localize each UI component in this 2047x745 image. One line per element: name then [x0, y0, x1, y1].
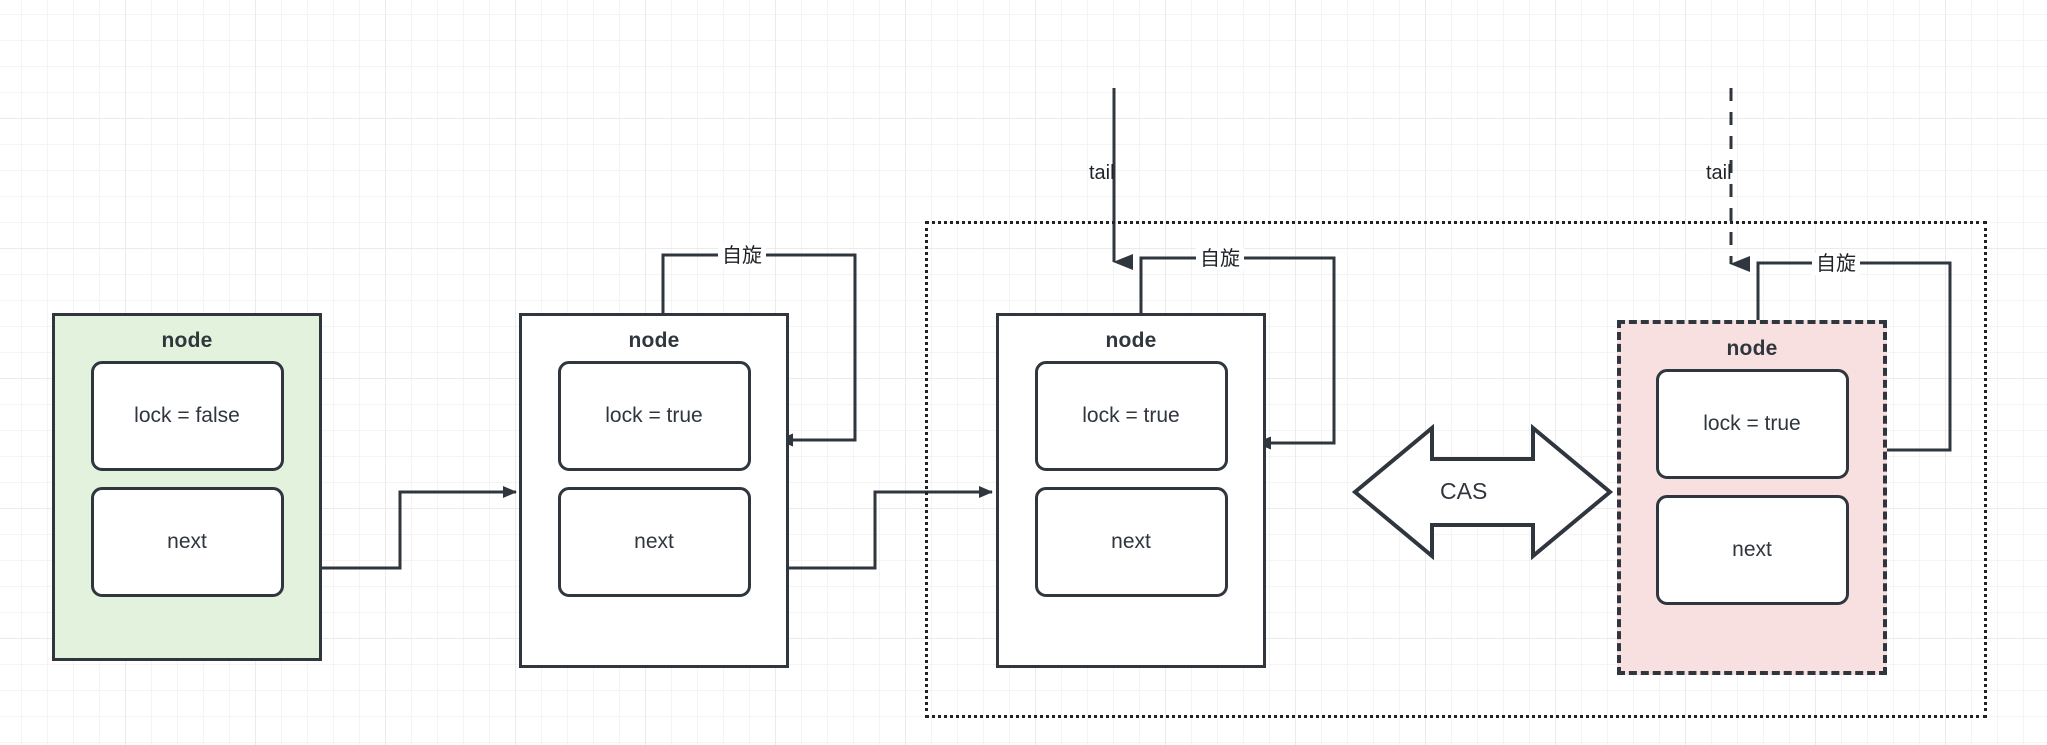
node-3[interactable]: node lock = true next — [996, 313, 1266, 668]
node-3-next-field: next — [1034, 487, 1228, 597]
cas-label: CAS — [1440, 478, 1488, 504]
node-1-lock-field: lock = false — [90, 361, 284, 471]
node-3-lock-field: lock = true — [1034, 361, 1228, 471]
spin-label-node2: 自旋 — [718, 245, 766, 267]
node-1-next-field: next — [90, 487, 284, 597]
node-2-title: node — [628, 329, 680, 352]
node-4-lock-field: lock = true — [1655, 369, 1849, 479]
tail-label-node4: tail — [1706, 162, 1732, 184]
node-2-lock-field: lock = true — [557, 361, 751, 471]
spin-label-node3: 自旋 — [1196, 248, 1244, 270]
node-2-next-field: next — [557, 487, 751, 597]
node-1[interactable]: node lock = false next — [52, 313, 322, 661]
node-1-title: node — [161, 329, 213, 352]
spin-label-node4: 自旋 — [1812, 253, 1860, 275]
node-2[interactable]: node lock = true next — [519, 313, 789, 668]
node-4-title: node — [1726, 337, 1778, 360]
tail-label-node3: tail — [1089, 162, 1115, 184]
node-4[interactable]: node lock = true next — [1617, 320, 1887, 675]
node-4-next-field: next — [1655, 495, 1849, 605]
node-3-title: node — [1105, 329, 1157, 352]
cas-region-boundary — [925, 221, 1987, 718]
